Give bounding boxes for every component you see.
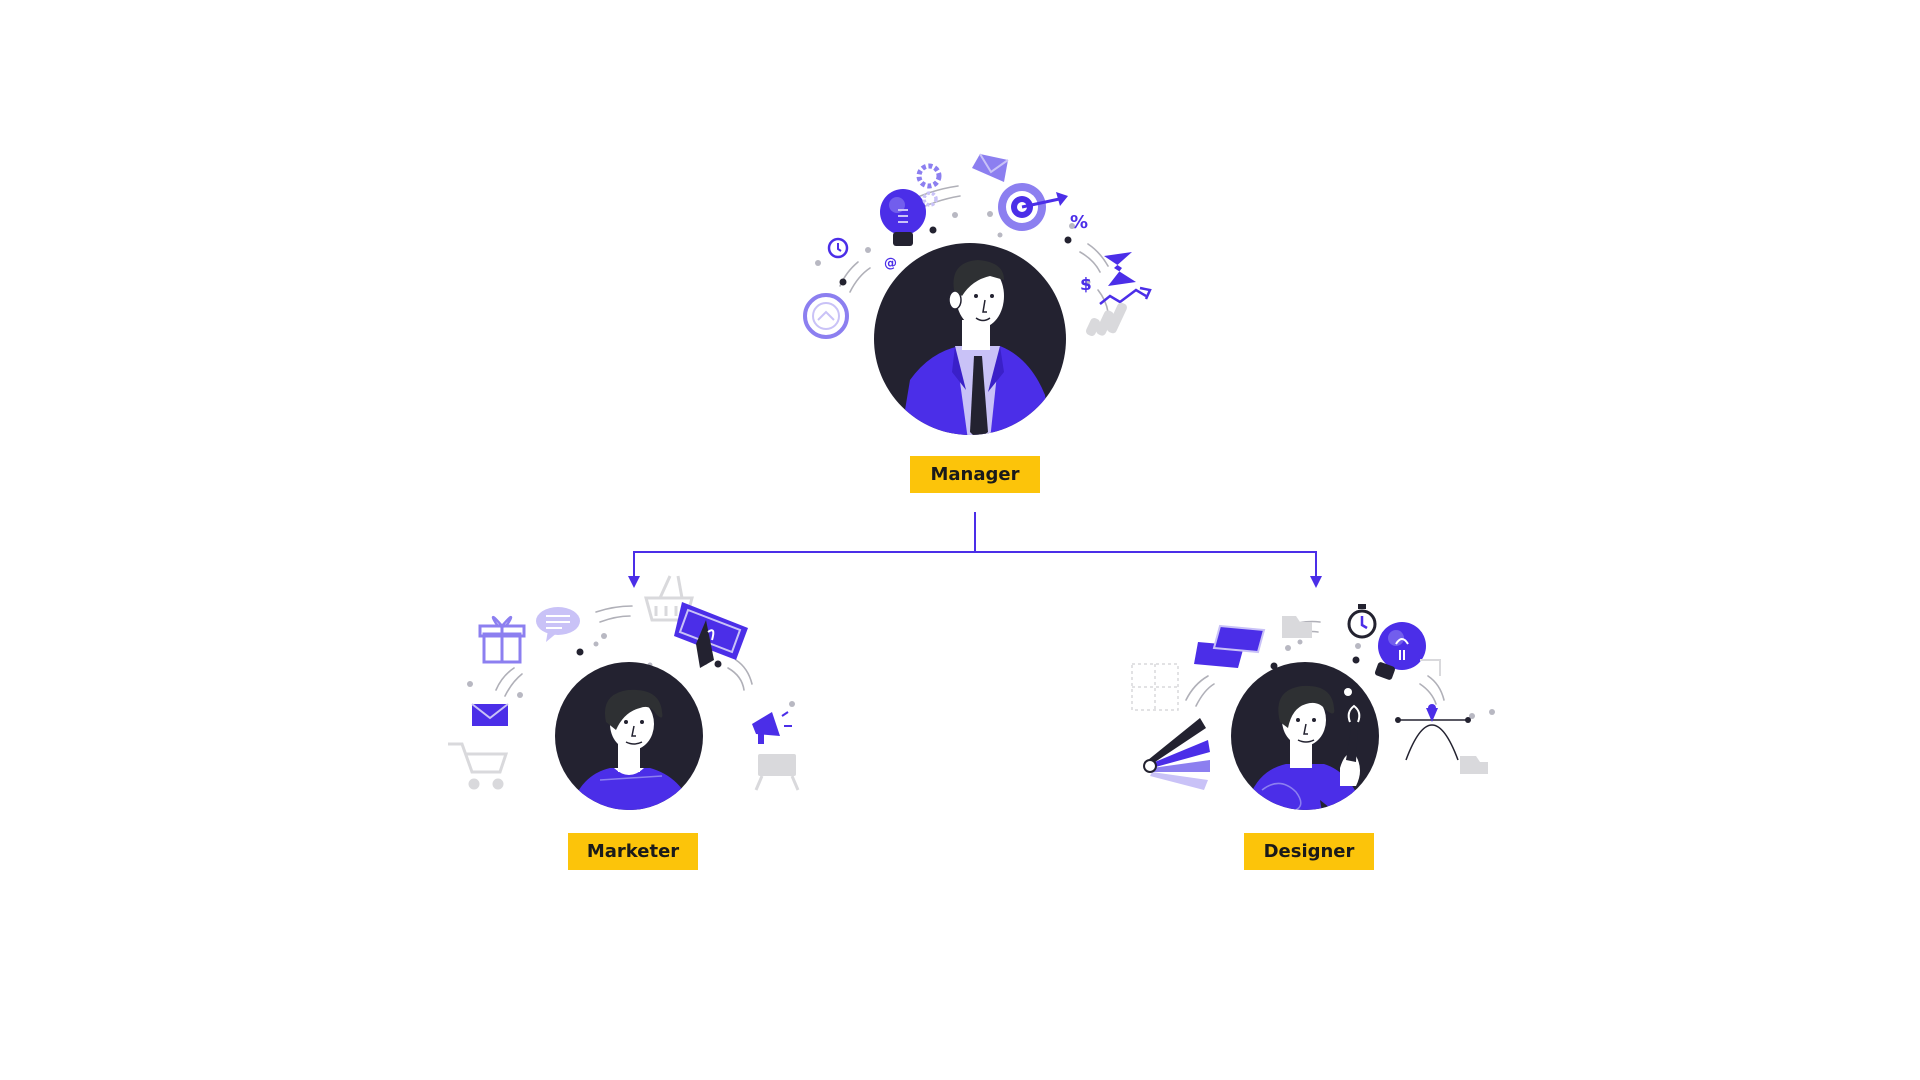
marketer-orbit-lines	[495, 605, 753, 697]
dollar-icon: $	[1080, 275, 1092, 295]
manager-label: Manager	[910, 456, 1040, 493]
envelope-icon	[972, 153, 1009, 182]
stopwatch-icon	[827, 237, 849, 259]
manager-orbit-dots	[815, 211, 1091, 286]
hourglass-icon	[1104, 252, 1136, 286]
target-icon	[998, 183, 1068, 231]
percent-icon: %	[1070, 212, 1088, 233]
folder-icon	[1460, 756, 1488, 774]
marketer-label: Marketer	[568, 833, 698, 870]
lightbulb-icon	[880, 189, 926, 246]
designer-orbit-dots	[1270, 639, 1495, 719]
marketer-avatar	[555, 662, 703, 810]
gift-icon	[478, 615, 526, 664]
designer-label: Designer	[1244, 833, 1374, 870]
browser-windows-icon	[1194, 624, 1266, 668]
sale-sign-icon	[754, 754, 800, 791]
click-screen-icon	[674, 602, 748, 668]
designer-avatar	[1231, 662, 1379, 810]
selection-frame-icon	[1131, 663, 1179, 711]
connector-manager-to-team	[633, 512, 1317, 578]
coin-stack-icon	[1085, 302, 1127, 336]
arrowhead-marketer	[628, 576, 640, 588]
bezier-curve-icon	[1395, 704, 1471, 761]
marketer-node	[448, 575, 800, 810]
lightbulb-icon	[1374, 622, 1426, 680]
selection-frame-icon	[1420, 659, 1441, 676]
trend-arrow-icon	[1099, 286, 1152, 305]
chat-bubble-icon	[536, 607, 580, 642]
at-sign-icon: @	[884, 256, 897, 271]
shopping-cart-icon	[448, 742, 509, 790]
edge-manager-marketer	[633, 512, 976, 578]
color-swatch-icon	[1143, 718, 1210, 790]
edge-manager-designer	[975, 551, 1317, 578]
megaphone-icon	[752, 711, 792, 744]
arrowhead-designer	[1310, 576, 1322, 588]
gear-icon	[916, 163, 942, 207]
designer-node	[1131, 604, 1495, 810]
manager-avatar	[874, 243, 1066, 435]
stopwatch-icon	[1347, 604, 1377, 639]
manager-node: @ %	[803, 153, 1152, 435]
badge-icon	[803, 293, 849, 339]
folder-icon	[1282, 616, 1312, 638]
envelope-icon	[471, 703, 509, 726]
